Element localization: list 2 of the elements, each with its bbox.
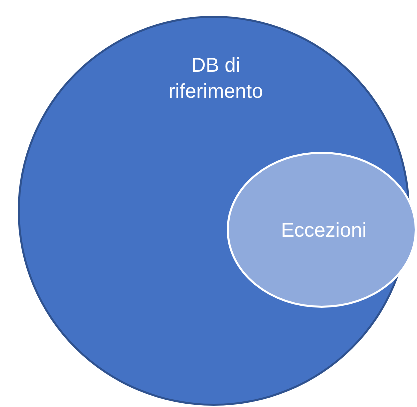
set-label: DB di riferimento [168,54,264,105]
set-label: Eccezioni [280,219,368,244]
